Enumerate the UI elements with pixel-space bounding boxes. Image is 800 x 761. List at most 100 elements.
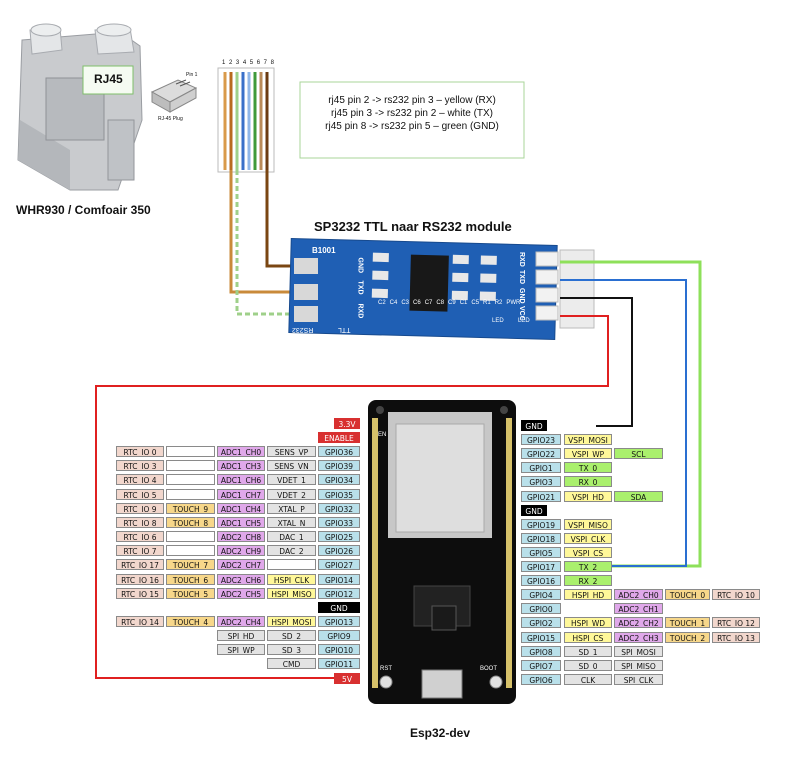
right-pin-label: GPIO0	[521, 603, 561, 614]
module-pin-label: TXD	[356, 280, 364, 295]
right-pin-label: HSPI_WD	[564, 617, 612, 628]
left-pin-label	[166, 489, 215, 500]
left-pin-label: ADC2_CH7	[217, 559, 265, 570]
rj45-pin-number: 6	[256, 60, 261, 66]
left-pin-label: TOUCH_9	[166, 503, 215, 514]
right-pin-label: GPIO3	[521, 476, 561, 487]
left-pin-label: ADC2_CH9	[217, 545, 265, 556]
left-pin-label: RTC_IO 8	[116, 517, 164, 528]
right-pin-label: GPIO6	[521, 674, 561, 685]
rj45-pin-number: 5	[249, 60, 254, 66]
right-pin-label: RX_0	[564, 476, 612, 487]
left-pin-label: TOUCH_5	[166, 588, 215, 599]
chip-label: C9	[448, 300, 456, 306]
left-pin-label: SENS_VN	[267, 460, 316, 471]
right-pin-label: GPIO23	[521, 434, 561, 445]
module-left-pins: GND TXD RXD	[350, 256, 370, 325]
right-pin-label: SPI_MOSI	[614, 646, 663, 657]
left-pin-label: GPIO35	[318, 489, 360, 500]
rj45-plug-caption: RJ-45 Plug	[158, 116, 183, 122]
left-pin-label: RTC_IO 16	[116, 574, 164, 585]
left-pin-label: VDET_1	[267, 474, 316, 485]
chip-label: PWR	[506, 300, 521, 306]
left-pin-label: SD_2	[267, 630, 316, 641]
module-pin-label: GND	[356, 257, 364, 274]
chip-label: C8	[436, 300, 445, 306]
right-pin-label: VSPI_MOSI	[564, 434, 612, 445]
right-pin-label: TOUCH_0	[665, 589, 710, 600]
rj45-label: RJ45	[94, 72, 123, 86]
left-pin-label: TOUCH_8	[166, 517, 215, 528]
left-pin-label: RTC_IO 14	[116, 616, 164, 627]
left-pin-label: GPIO9	[318, 630, 360, 641]
left-pin-label: HSPI_MISO	[267, 588, 316, 599]
rj45-plug-icon	[150, 79, 198, 113]
chip-label: C6	[413, 300, 421, 306]
left-pin-label: TOUCH_7	[166, 559, 215, 570]
right-pin-label: CLK	[564, 674, 612, 685]
note-line: rj45 pin 3 -> rs232 pin 2 – white (TX)	[330, 108, 494, 119]
module-board-text: TTL	[338, 326, 351, 333]
left-pin-label: RTC_IO 4	[116, 474, 164, 485]
rj45-plug-pin-label: Pin 1	[186, 72, 198, 78]
right-pin-label: TX_0	[564, 462, 612, 473]
left-pin-label: ENABLE	[318, 432, 360, 443]
left-pin-label: DAC_1	[267, 531, 316, 542]
rj45-pin-number: 7	[263, 60, 267, 66]
module-esp-wires	[95, 260, 702, 679]
pin-5v-label: 5V	[334, 673, 360, 684]
left-pin-label: SENS_VP	[267, 446, 316, 457]
left-pin-label: GPIO26	[318, 545, 360, 556]
right-pin-label: SPI_MISO	[614, 660, 663, 671]
notes-text: rj45 pin 2 -> rs232 pin 3 – yellow (RX) …	[304, 94, 520, 133]
left-pin-label: GPIO25	[318, 531, 360, 542]
left-pin-label: HSPI_CLK	[267, 574, 316, 585]
chip-label: R2	[494, 300, 503, 306]
rj45-pin-number: 1	[222, 60, 226, 66]
right-pin-label: GPIO1	[521, 462, 561, 473]
right-pin-label: GPIO16	[521, 575, 561, 586]
esp32-board	[368, 400, 516, 704]
left-pin-label: RTC_IO 7	[116, 545, 164, 556]
ventilation-unit	[17, 23, 143, 191]
module-board-text: B1001	[312, 246, 336, 255]
left-pin-label: DAC_2	[267, 545, 316, 556]
right-pin-label: GPIO4	[521, 589, 561, 600]
left-pin-label: ADC2_CH4	[217, 616, 265, 627]
left-pin-label: GPIO14	[318, 574, 360, 585]
right-pin-label: GPIO5	[521, 547, 561, 558]
left-pin-label	[166, 460, 215, 471]
left-pin-label: ADC2_CH5	[217, 588, 265, 599]
left-pin-label: HSPI_MOSI	[267, 616, 316, 627]
note-line: rj45 pin 8 -> rs232 pin 5 – green (GND)	[325, 121, 499, 132]
esp32-caption: Esp32-dev	[410, 726, 471, 740]
left-pin-label: XTAL_N	[267, 517, 316, 528]
right-pin-label: VSPI_CLK	[564, 533, 612, 544]
right-pin-label: VSPI_MISO	[564, 519, 612, 530]
left-pin-label: RTC_IO 9	[116, 503, 164, 514]
right-pin-label: RTC_IO 13	[712, 632, 760, 643]
rj45-pin-number: 8	[270, 60, 274, 66]
left-pin-label: GPIO12	[318, 588, 360, 599]
left-pin-label	[166, 474, 215, 485]
left-pin-label: RTC_IO 5	[116, 489, 164, 500]
right-pin-label: TOUCH_1	[665, 617, 710, 628]
right-pin-label: RTC_IO 12	[712, 617, 760, 628]
chip-label: R1	[483, 300, 491, 306]
module-board-text: LED	[492, 318, 504, 324]
module-pin-label: VCC	[518, 306, 525, 321]
rj45-pin-numbers: 1 2 3 4 5 6 7 8	[222, 60, 274, 66]
right-pin-label: GPIO21	[521, 491, 561, 502]
right-pin-label: SD_1	[564, 646, 612, 657]
left-pin-label: VDET_2	[267, 489, 316, 500]
rj45-pin-number: 2	[228, 60, 233, 66]
right-pin-label: HSPI_CS	[564, 632, 612, 643]
right-pin-label: GND	[521, 420, 547, 431]
left-pin-label	[166, 545, 215, 556]
left-pin-label: GPIO32	[318, 503, 360, 514]
rj45-pin-number: 4	[242, 60, 247, 66]
right-pin-label: VSPI_WP	[564, 448, 612, 459]
unit-label: WHR930 / Comfoair 350	[16, 203, 151, 217]
left-pin-label	[166, 531, 215, 542]
left-pin-label: GND	[318, 602, 360, 613]
